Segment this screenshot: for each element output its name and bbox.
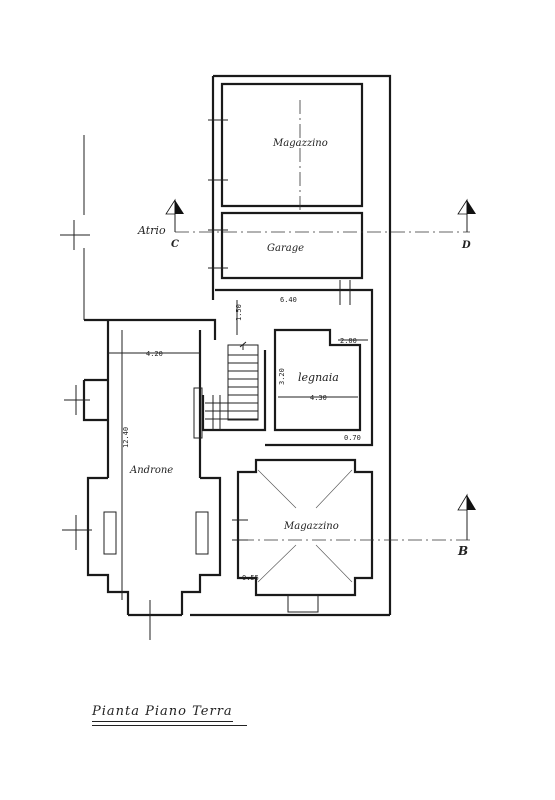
section-label-d: D [461, 240, 471, 251]
room-label-atrio: Atrio [137, 224, 166, 237]
dimension-12-40: 12.40 [122, 427, 130, 448]
dimension-4-30: 4.30 [310, 394, 327, 402]
room-label-legnaia: legnaia [298, 371, 339, 384]
section-label-c: C [171, 239, 179, 250]
dimension-3-20: 3.20 [278, 368, 286, 385]
dimension-0-70: 0.70 [344, 434, 361, 442]
room-label-magazzino-bottom: Magazzino [283, 521, 339, 532]
dimension-1-50: 1.50 [235, 304, 243, 321]
room-label-magazzino-top: Magazzino [272, 138, 328, 149]
section-label-b: B [457, 544, 468, 558]
section-marker-c-icon [165, 198, 184, 232]
dimension-lines [108, 300, 368, 600]
section-marker-b-icon [457, 493, 476, 540]
window-marks [60, 119, 351, 640]
dimension-2-00: 2.00 [340, 337, 357, 345]
room-label-androne: Androne [129, 465, 173, 476]
staircase [205, 341, 259, 430]
dimension-6-40: 6.40 [280, 296, 297, 304]
section-marker-d-icon [457, 198, 476, 232]
dimension-4-20: 4.20 [146, 350, 163, 358]
drawing-title: Pianta Piano Terra [92, 704, 247, 726]
dimension-0-55: 0.55 [242, 574, 259, 582]
room-label-garage: Garage [267, 243, 304, 254]
roof-diagonals [257, 469, 353, 583]
outer-walls [82, 74, 392, 617]
